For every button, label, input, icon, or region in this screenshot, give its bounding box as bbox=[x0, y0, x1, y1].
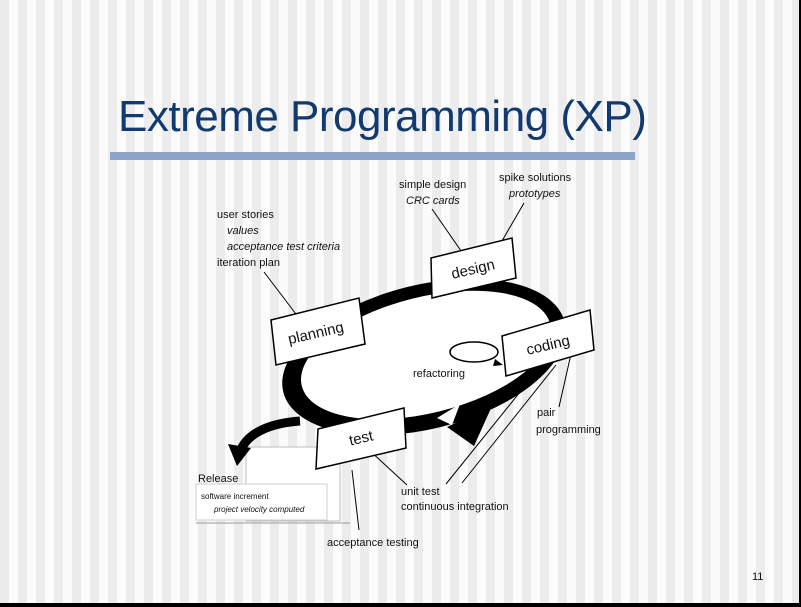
loop-arrow-notch bbox=[437, 404, 460, 425]
note-acceptance-testing: acceptance testing bbox=[327, 537, 419, 549]
note-continuous-integration: continuous integration bbox=[401, 501, 509, 513]
note-crc-cards: CRC cards bbox=[406, 195, 460, 207]
note-unit-test: unit test bbox=[401, 486, 440, 498]
note-spike-solutions: spike solutions bbox=[499, 172, 572, 184]
release-arrowhead bbox=[228, 444, 251, 466]
refactoring-loop bbox=[449, 341, 499, 363]
note-prototypes: prototypes bbox=[508, 188, 561, 200]
note-iteration-plan: iteration plan bbox=[217, 257, 280, 269]
slide-title: Extreme Programming (XP) bbox=[118, 92, 647, 141]
planning-box: planning bbox=[270, 297, 366, 366]
design-box: design bbox=[430, 237, 517, 299]
coding-box: coding bbox=[501, 309, 595, 377]
loop-arrowhead bbox=[447, 406, 492, 446]
note-user-stories: user stories bbox=[217, 209, 274, 221]
title-underline bbox=[110, 152, 635, 160]
note-acceptance-test-criteria: acceptance test criteria bbox=[227, 241, 340, 253]
page-number: 11 bbox=[752, 571, 764, 583]
note-values: values bbox=[227, 225, 259, 237]
note-refactoring: refactoring bbox=[413, 368, 465, 380]
note-pair: pair bbox=[537, 407, 556, 419]
note-simple-design: simple design bbox=[399, 179, 466, 191]
release-label: Release bbox=[198, 473, 238, 485]
refactoring-arrowhead bbox=[493, 359, 503, 366]
test-label: test bbox=[347, 427, 375, 449]
note-project-velocity-computed: project velocity computed bbox=[213, 505, 305, 514]
process-loop-interior bbox=[301, 290, 551, 420]
release-panel bbox=[195, 483, 328, 521]
test-box: test bbox=[315, 407, 407, 470]
note-programming: programming bbox=[536, 424, 601, 436]
note-software-increment: software increment bbox=[201, 492, 269, 501]
